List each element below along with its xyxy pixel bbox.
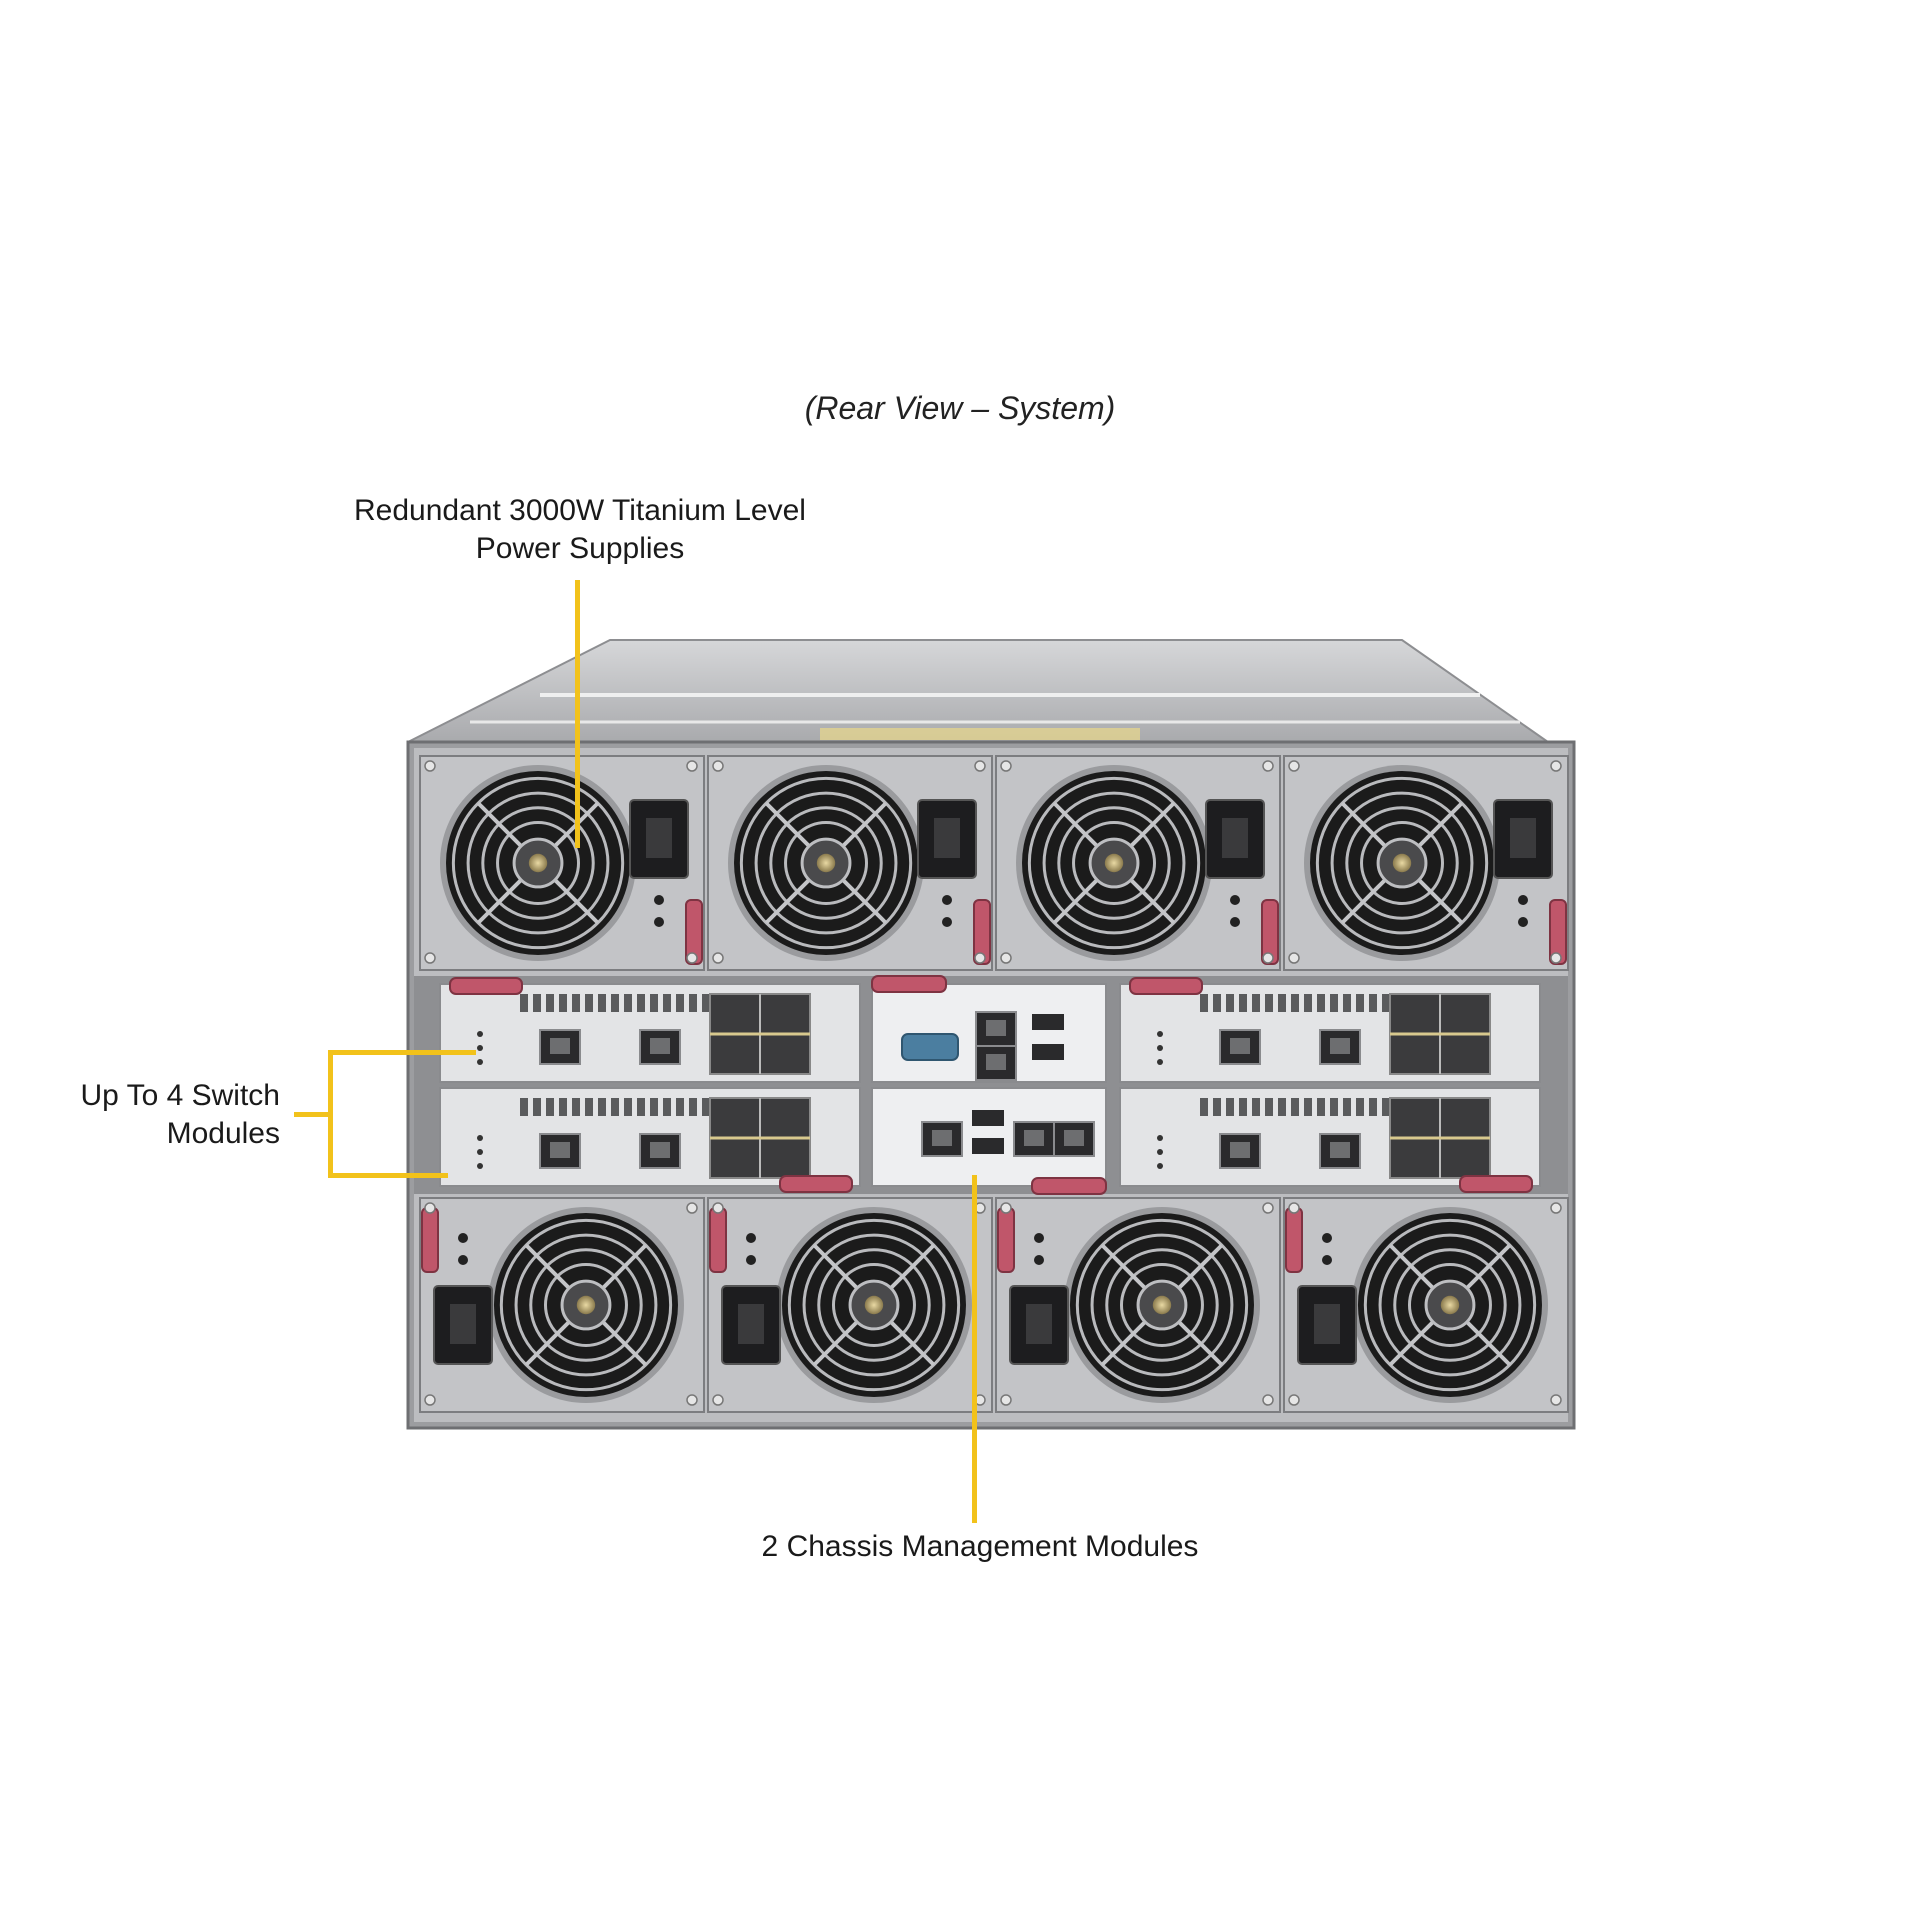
switch-latch-3 (779, 1175, 853, 1193)
mgmt-port-1-b (639, 1029, 681, 1065)
power-supply-3 (995, 755, 1281, 971)
power-supply-1 (419, 755, 705, 971)
callout-power-supplies-line1: Redundant 3000W Titanium Level (354, 494, 806, 527)
psu-latch-2 (973, 899, 991, 965)
leader-line-chassis-management (972, 1175, 977, 1523)
power-supply-5 (419, 1197, 705, 1413)
callout-switch-modules: Up To 4 Switch Modules (60, 1077, 280, 1153)
psu-latch-4 (1549, 899, 1567, 965)
psu-fan-6 (775, 1206, 972, 1404)
psu-fan-2 (728, 764, 925, 962)
psu-fan-7 (1063, 1206, 1260, 1404)
psu-latch-8 (1285, 1207, 1303, 1273)
callout-power-supplies-line2: Power Supplies (475, 532, 685, 565)
power-supply-8 (1283, 1197, 1569, 1413)
power-supply-4 (1283, 755, 1569, 971)
leader-line-switch-bracket-top (328, 1050, 476, 1055)
diagram-caption: (Rear View – System) (804, 390, 1116, 426)
psu-fan-5 (487, 1206, 684, 1404)
psu-fan-8 (1351, 1206, 1548, 1404)
cmm-lan-port-1b (975, 1045, 1017, 1081)
psu-fan-4 (1304, 764, 1501, 962)
psu-row-top (419, 755, 1569, 971)
psu-latch-1 (685, 899, 703, 965)
psu-led-5 (458, 1233, 468, 1243)
switch-module-1 (439, 977, 861, 1083)
mgmt-port-2-a (1219, 1029, 1261, 1065)
switch-module-3 (439, 1087, 861, 1193)
psu-row-bottom (419, 1197, 1569, 1413)
switch-latch-2 (1129, 977, 1203, 995)
psu-latch-5 (421, 1207, 439, 1273)
leader-line-switch-bracket-bottom (328, 1173, 448, 1178)
callout-chassis-management-modules: 2 Chassis Management Modules (761, 1530, 1199, 1563)
psu-latch-7 (997, 1207, 1015, 1273)
psu-fan-1 (440, 764, 637, 962)
usb-port-1a (1032, 1014, 1064, 1030)
psu-latch-6 (709, 1207, 727, 1273)
psu-led-3 (1230, 895, 1240, 905)
psu-latch-3 (1261, 899, 1279, 965)
psu-led-8 (1322, 1233, 1332, 1243)
chassis-management-module-2 (871, 1087, 1107, 1195)
usb-port-1b (1032, 1044, 1064, 1060)
callout-switch-modules-line1: Up To 4 Switch (80, 1079, 280, 1112)
psu-led-6 (746, 1233, 756, 1243)
psu-fan-3 (1016, 764, 1213, 962)
power-supply-6 (707, 1197, 993, 1413)
leader-line-switch-stub (294, 1112, 332, 1117)
usb-port-2a (972, 1110, 1004, 1126)
psu-led-2 (942, 895, 952, 905)
switch-latch-4 (1459, 1175, 1533, 1193)
psu-led-1 (654, 895, 664, 905)
chassis-management-module-1 (871, 975, 1107, 1083)
switch-module-2 (1119, 977, 1541, 1083)
cmm-latch-1 (871, 975, 947, 993)
serial-port (901, 1033, 959, 1061)
switch-latch-1 (449, 977, 523, 995)
power-supply-7 (995, 1197, 1281, 1413)
module-bay (414, 975, 1568, 1195)
callout-switch-modules-line2: Modules (166, 1117, 280, 1150)
psu-led-7 (1034, 1233, 1044, 1243)
psu-led-4 (1518, 895, 1528, 905)
leader-line-power-supplies (575, 580, 580, 848)
usb-port-2b (972, 1138, 1004, 1154)
switch-module-4 (1119, 1087, 1541, 1193)
cmm-latch-2 (1031, 1177, 1107, 1195)
power-supply-2 (707, 755, 993, 971)
callout-power-supplies: Redundant 3000W Titanium Level Power Sup… (330, 492, 830, 568)
